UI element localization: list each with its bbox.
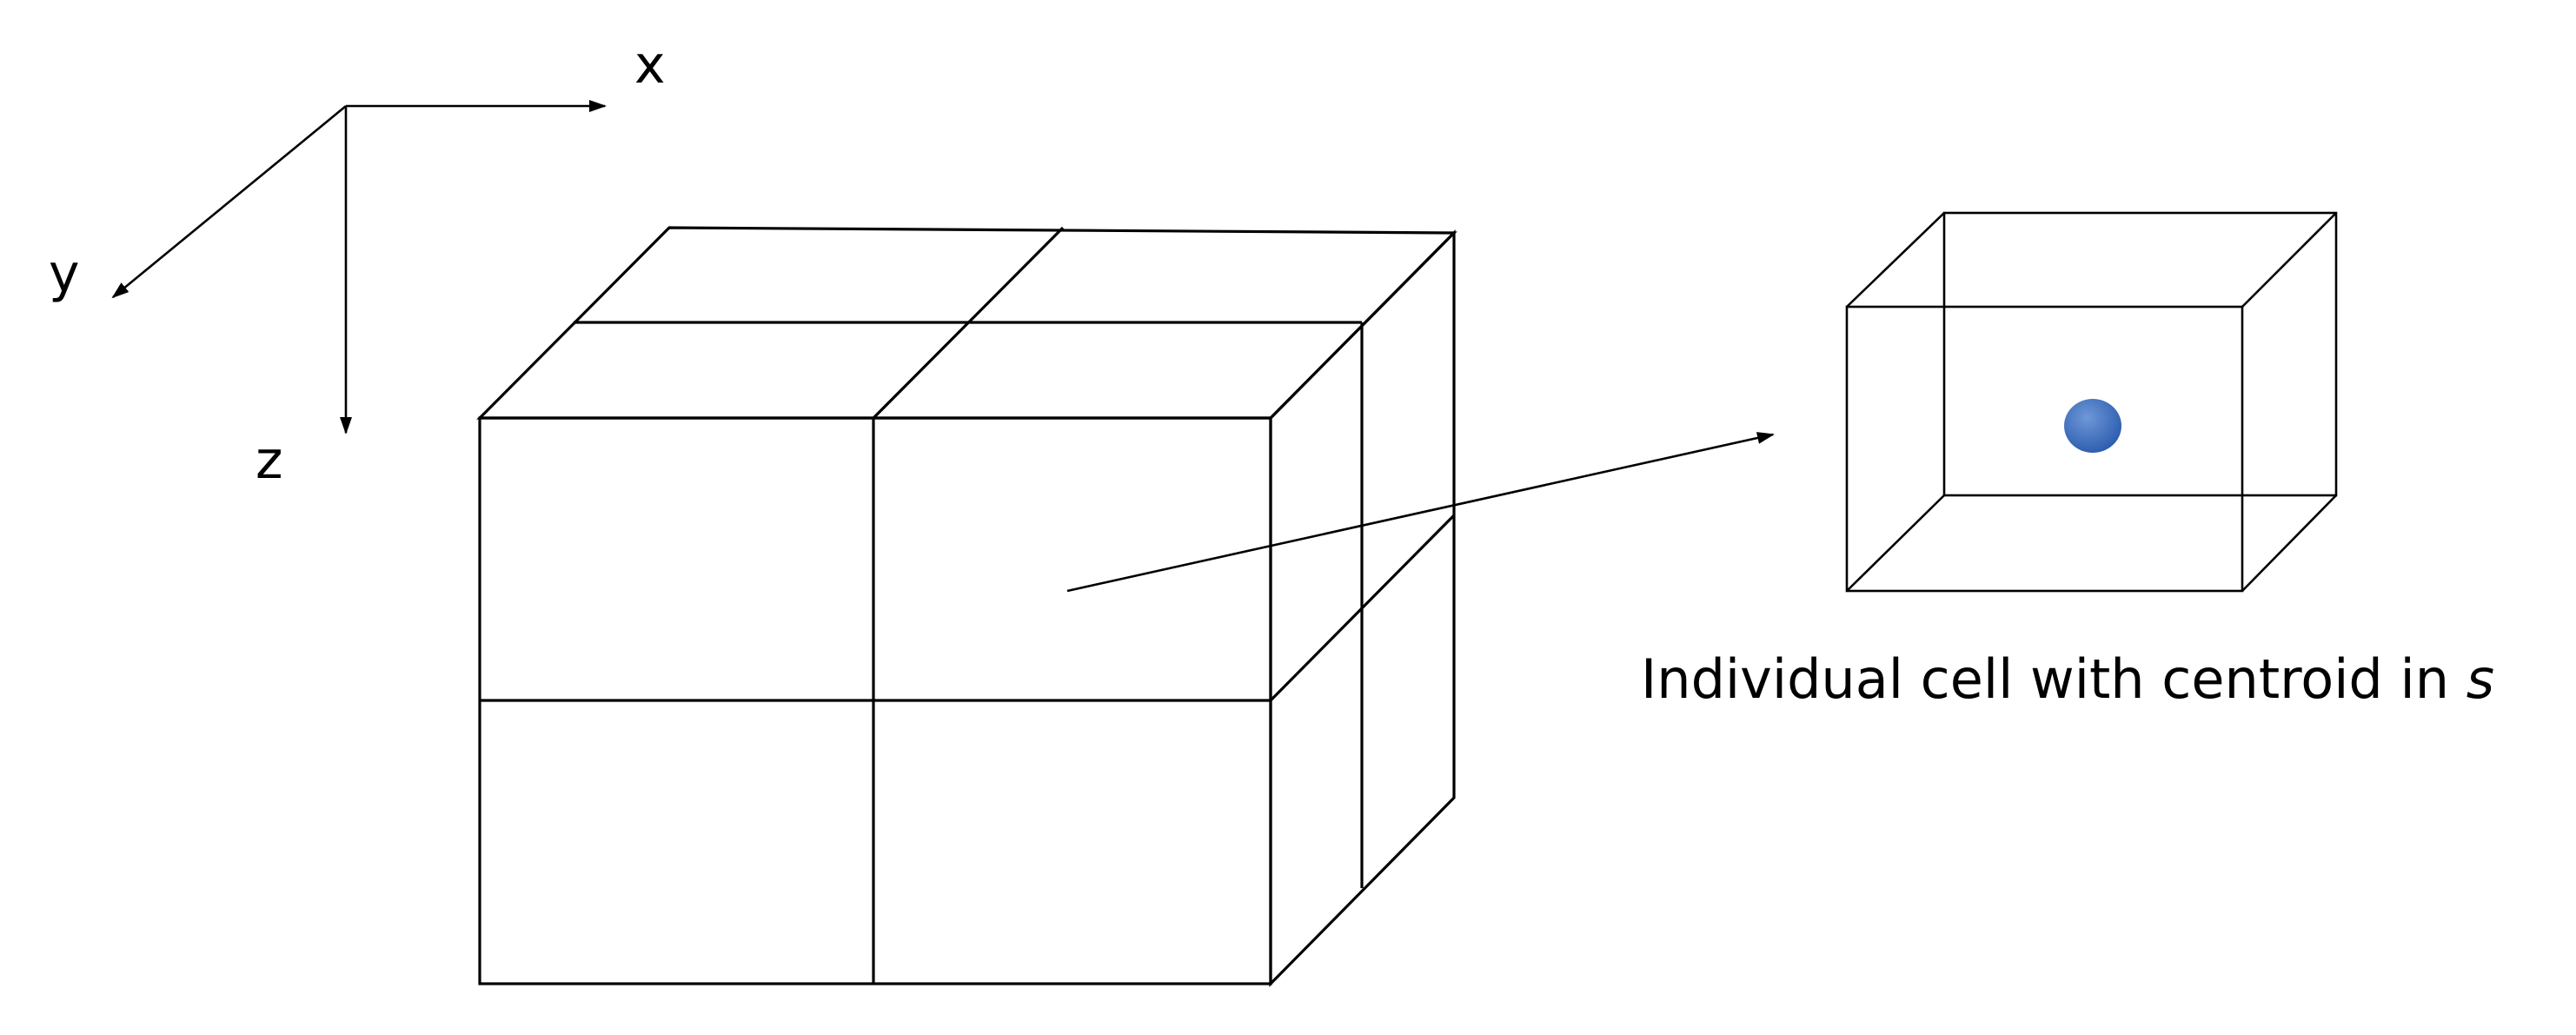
x-axis-label: x bbox=[634, 35, 666, 96]
y-axis-arrow bbox=[111, 104, 347, 299]
cell-caption: Individual cell with centroid in s bbox=[1641, 647, 2494, 711]
cell-back-face bbox=[1942, 211, 2338, 497]
cell-block bbox=[476, 226, 1457, 987]
coordinate-axes: x y z bbox=[49, 35, 666, 491]
cell-edge-top-left bbox=[1846, 212, 1945, 308]
individual-cell bbox=[1845, 211, 2338, 593]
top-width-divider bbox=[872, 226, 1065, 420]
cell-edge-bottom-right bbox=[2241, 494, 2337, 592]
centroid-dot bbox=[2064, 399, 2121, 453]
z-axis-label: z bbox=[256, 430, 283, 491]
cell-edge-bottom-left bbox=[1846, 494, 1945, 592]
caption-variable: s bbox=[2466, 647, 2494, 711]
pointer-arrow bbox=[1066, 432, 1775, 593]
y-axis-label: y bbox=[49, 243, 80, 304]
cell-front-face bbox=[1845, 305, 2244, 593]
cell-edge-top-right bbox=[2241, 212, 2337, 308]
caption-text: Individual cell with centroid in bbox=[1641, 647, 2466, 711]
side-horizontal-divider bbox=[1269, 514, 1456, 702]
